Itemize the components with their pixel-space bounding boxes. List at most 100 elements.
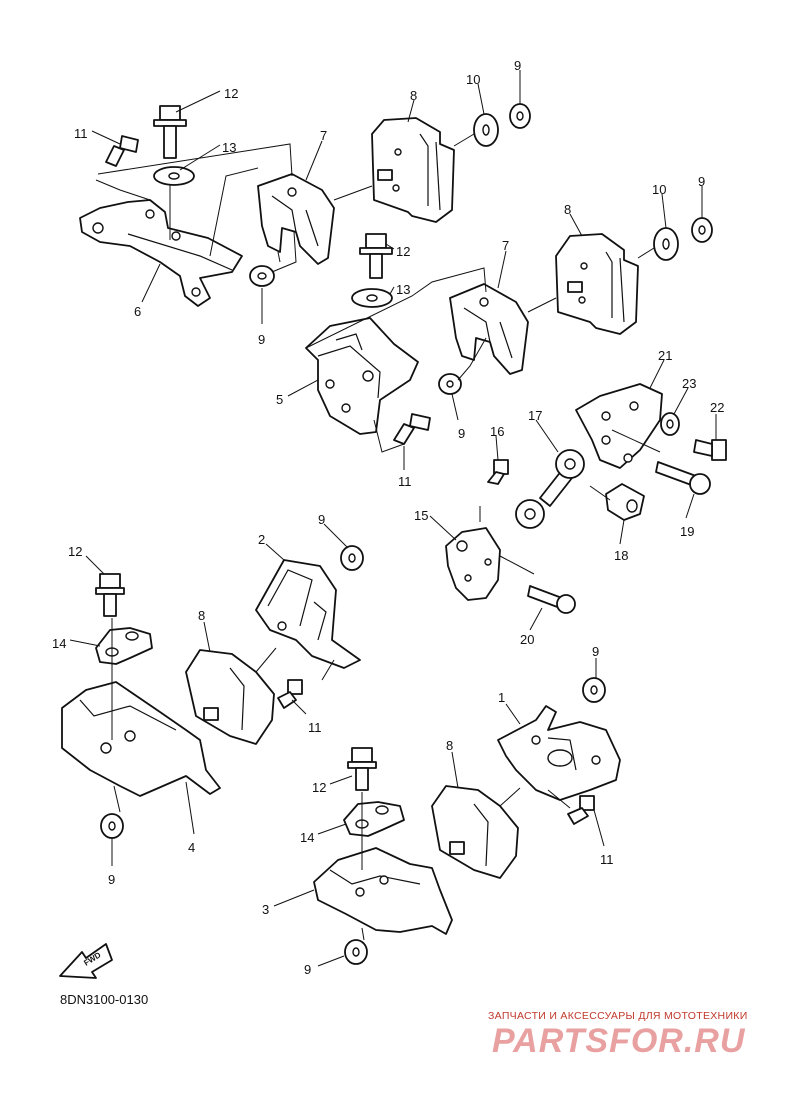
callout-8: 8 [198,608,205,623]
bolt-16 [487,459,509,485]
leader-line-11 [593,809,605,847]
link-rod-17 [515,449,585,529]
bolt-12-middle [359,233,393,279]
leader-line-7 [497,250,507,289]
leader-line-17 [535,419,559,453]
bracket-2 [255,559,361,669]
callout-12: 12 [224,86,238,101]
callout-9: 9 [698,174,705,189]
leader-line-12 [175,90,221,113]
leader-line-18 [619,519,625,545]
leader-line-11 [91,130,121,145]
callout-23: 23 [682,376,696,391]
callout-9: 9 [318,512,325,527]
callout-12: 12 [68,544,82,559]
callout-4: 4 [188,840,195,855]
drawing-code: 8DN3100-0130 [60,992,148,1007]
callout-16: 16 [490,424,504,439]
callout-10: 10 [652,182,666,197]
callout-11: 11 [600,852,614,867]
nut-9-middle [438,373,462,395]
callout-2: 2 [258,532,265,547]
callout-7: 7 [320,128,327,143]
nut-9-lower-left-top [340,545,364,571]
callout-14: 14 [52,636,66,651]
callout-20: 20 [520,632,534,647]
callout-1: 1 [498,690,505,705]
callout-8: 8 [446,738,453,753]
mount-8-lower-left [185,649,275,745]
leader-line-14 [69,639,101,647]
callout-9: 9 [592,644,599,659]
callout-9: 9 [258,332,265,347]
leader-line-8 [407,99,415,123]
callout-11: 11 [398,474,412,489]
fwd-arrow-icon: FWD [59,943,113,979]
callout-12: 12 [312,780,326,795]
leader-line-23 [673,387,689,415]
leader-line-13 [389,286,395,295]
leader-line-19 [685,493,695,519]
mount-8-middle [555,233,639,335]
callout-9: 9 [304,962,311,977]
leader-line-10 [661,193,667,229]
callout-7: 7 [502,238,509,253]
callout-8: 8 [564,202,571,217]
callout-11: 11 [74,126,88,141]
callout-17: 17 [528,408,542,423]
nut-9-middle-right [691,217,713,243]
leader-line-12 [85,555,105,575]
leader-line-1 [505,703,521,725]
leader-line-7 [305,140,323,181]
leader-line-8 [569,213,583,237]
callout-6: 6 [134,304,141,319]
nut-9-bottom [344,939,368,965]
callout-19: 19 [680,524,694,539]
bracket-1 [497,705,621,801]
leader-line-9 [451,393,459,421]
leader-line-16 [495,435,499,461]
callouts: 1211136978109810912137591121232217161915… [52,58,724,977]
bolt-19 [655,461,711,495]
bolt-12-lower-right [347,747,377,791]
leader-line-9 [323,523,349,549]
callout-15: 15 [414,508,428,523]
nut-9-top [509,103,531,129]
callout-13: 13 [396,282,410,297]
bolt-11-middle [393,413,431,445]
bolt-12-upper [153,105,187,159]
washer-14-lower-right [343,801,405,837]
callout-11: 11 [308,720,322,735]
leader-line-5 [287,379,319,397]
nut-9-lower-right [582,677,606,703]
mount-8-upper [371,117,455,223]
leader-line-10 [477,83,485,115]
callout-3: 3 [262,902,269,917]
leader-line-20 [529,607,543,631]
leader-line-21 [649,359,665,389]
bolt-12-lower-left [95,573,125,617]
nut-9-lower-left [100,813,124,839]
bracket-3 [313,847,453,935]
callout-12: 12 [396,244,410,259]
leader-line-14 [317,823,347,835]
callout-14: 14 [300,830,314,845]
callout-5: 5 [276,392,283,407]
callout-9: 9 [108,872,115,887]
callout-13: 13 [222,140,236,155]
leader-line-3 [273,889,315,907]
callout-9: 9 [458,426,465,441]
leader-line-12 [385,243,395,250]
nut-9-upper-left [249,265,275,287]
washer-14-lower-left [95,627,153,665]
leader-line-8 [203,621,211,653]
watermark-brand: PARTSFOR.RU [492,1022,746,1060]
callout-18: 18 [614,548,628,563]
bracket-7-middle [449,283,529,375]
mount-8-lower-right [431,785,519,879]
leader-line-13 [179,144,221,171]
callout-22: 22 [710,400,724,415]
bolt-20 [527,585,576,614]
callout-21: 21 [658,348,672,363]
